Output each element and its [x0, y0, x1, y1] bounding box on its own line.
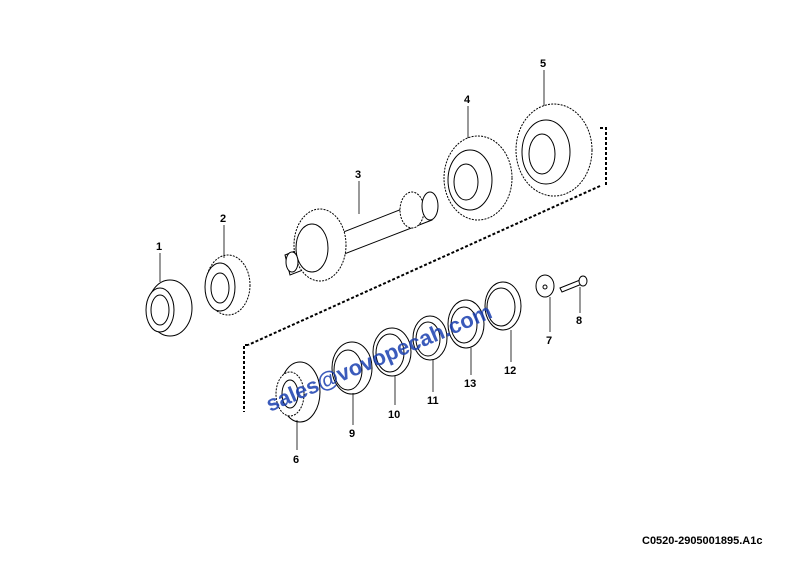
dashed-bracket-mid: [247, 185, 601, 346]
drawing-code: C0520-2905001895.A1c: [642, 535, 763, 547]
washer-part-7: [535, 274, 555, 298]
callout-13: 13: [464, 378, 476, 390]
watermark: sales@vovopecah.com: [262, 299, 495, 417]
shaft-part-3: [284, 191, 439, 282]
callout-1: 1: [156, 241, 162, 253]
callout-11: 11: [427, 395, 439, 407]
callout-5: 5: [540, 58, 546, 70]
bearing-part-1: [145, 279, 193, 337]
ring-part-11: [412, 315, 448, 361]
callout-12: 12: [504, 365, 516, 377]
gear-part-4: [443, 135, 513, 221]
bearing-part-6: [275, 361, 321, 423]
callout-6: 6: [293, 454, 299, 466]
callout-4: 4: [464, 94, 471, 106]
ring-part-12: [484, 281, 522, 331]
callout-9: 9: [349, 428, 355, 440]
seal-part-9: [331, 341, 373, 395]
callout-7: 7: [546, 335, 552, 347]
dashed-bracket-top: [600, 127, 607, 186]
dashed-bracket-bottom: [243, 344, 248, 412]
gear-part-2: [204, 254, 251, 316]
callout-10: 10: [388, 409, 400, 421]
callout-8: 8: [576, 315, 582, 327]
ring-part-13: [447, 299, 485, 349]
ring-part-10: [372, 327, 412, 377]
bolt-part-8: [559, 275, 588, 293]
callout-3: 3: [355, 169, 361, 181]
callout-2: 2: [220, 213, 226, 225]
gear-part-5: [515, 103, 593, 197]
